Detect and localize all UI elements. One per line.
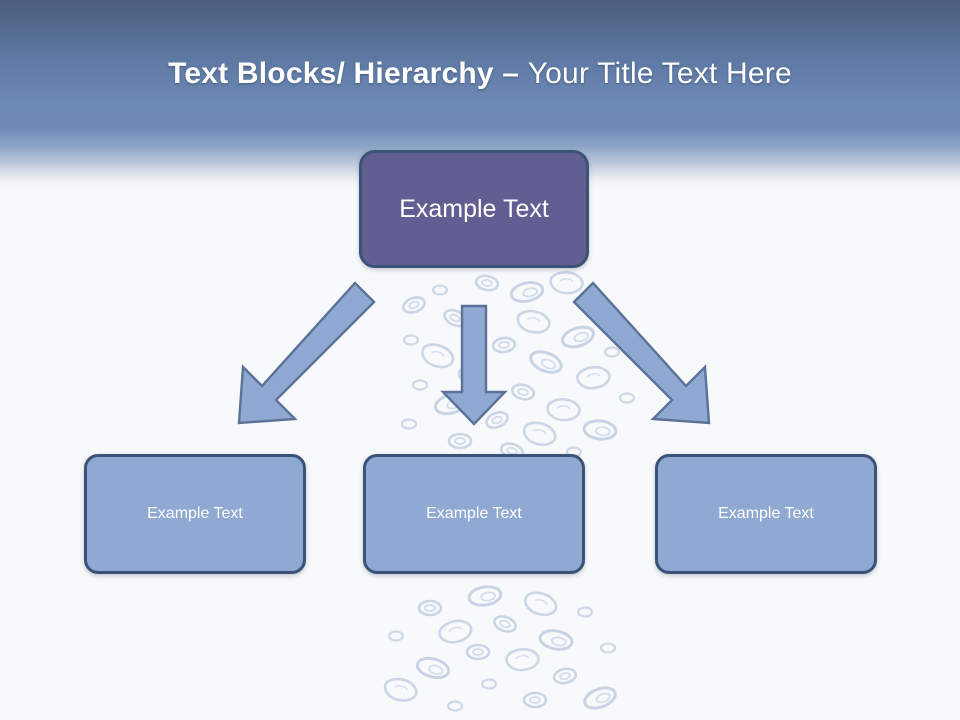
hierarchy-child-label-3: Example Text: [718, 505, 814, 522]
arrow-down-right-icon: [572, 281, 711, 425]
arrow-down-icon: [440, 304, 508, 426]
page-title: Text Blocks/ Hierarchy – Your Title Text…: [0, 52, 960, 96]
hierarchy-child-label-2: Example Text: [426, 505, 522, 522]
hierarchy-child-box-3[interactable]: Example Text: [655, 454, 877, 574]
hierarchy-child-box-1[interactable]: Example Text: [84, 454, 306, 574]
arrow-down-left-icon: [237, 281, 376, 425]
hierarchy-child-label-1: Example Text: [147, 505, 243, 522]
page-title-bold: Text Blocks/ Hierarchy –: [168, 57, 528, 90]
hierarchy-root-label: Example Text: [399, 194, 549, 223]
hierarchy-root-box[interactable]: Example Text: [359, 150, 589, 268]
page-title-light: Your Title Text Here: [527, 57, 792, 90]
hierarchy-child-box-2[interactable]: Example Text: [363, 454, 585, 574]
